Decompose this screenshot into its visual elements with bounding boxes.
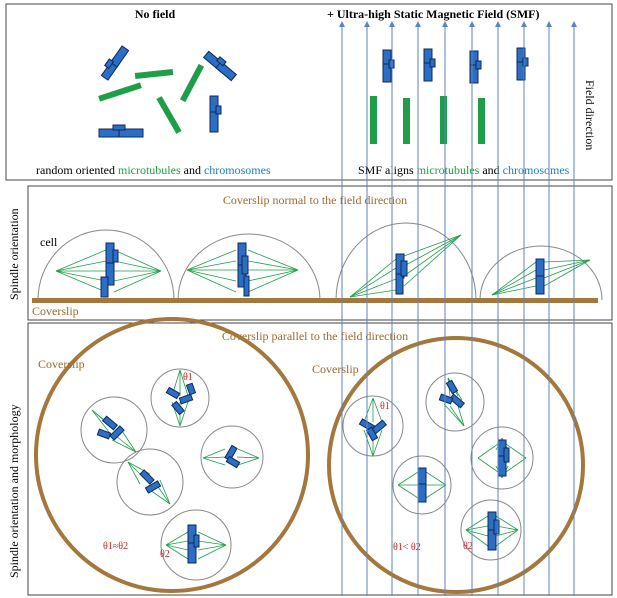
bottom-spindle-1 [165,369,197,427]
middle-spindle-1 [55,242,162,298]
left-coverslip-label: Coverslip [38,357,85,371]
right-caption: SMF aligns microtubules and chromosomes [358,163,570,177]
theta2-left: θ2 [160,549,170,560]
bottom-spindle-5 [165,524,227,564]
bottom-spindle-10 [465,511,519,551]
panel-top-frame [5,3,613,181]
left-caption: random oriented microtubules and chromos… [36,163,271,177]
theta1-left: θ1 [183,372,193,383]
bottom-spindle-9 [397,467,447,503]
aligned-chromosomes [382,47,529,84]
bottom-panel-title: Coverslip parallel to the field directio… [222,329,408,343]
panel-middle-frame [27,185,613,321]
random-microtubules [98,63,205,134]
left-coverslip-circle [34,317,310,593]
bottom-spindle-8 [477,437,527,479]
bottom-spindle-6 [358,397,387,457]
spindle-orientation-label: Spindle orientation [7,208,21,300]
random-chromosomes [98,45,238,138]
cell-label: cell [40,235,58,249]
middle-spindle-4 [491,258,591,296]
spindle-orientation-morphology-label: Spindle orientation and morphology [7,404,21,578]
theta-relation-left: θ1≈θ2 [103,541,128,552]
theta1-right: θ1 [380,401,390,412]
field-direction-label: Field direction [583,80,597,150]
no-field-title: No field [135,7,176,21]
theta2-right: θ2 [463,541,473,552]
field-lines [339,21,577,596]
theta-relation-right: θ1< θ2 [393,542,421,553]
aligned-microtubules [370,96,485,144]
middle-spindle-3 [349,234,462,298]
bottom-spindle-4 [127,461,171,505]
bottom-spindle-7 [438,377,465,427]
middle-spindle-2 [186,242,299,297]
middle-panel-title: Coverslip normal to the field direction [223,193,407,207]
coverslip-bar [32,298,598,303]
right-coverslip-circle [327,336,585,594]
middle-cells [37,222,603,301]
bottom-cells [80,368,534,581]
bottom-spindle-3 [202,444,260,469]
right-coverslip-label: Coverslip [312,362,359,376]
bottom-spindle-2 [91,409,137,453]
smf-title: + Ultra-high Static Magnetic Field (SMF) [327,7,539,21]
middle-coverslip-label: Coverslip [32,304,79,318]
panel-bottom-frame [27,322,613,596]
